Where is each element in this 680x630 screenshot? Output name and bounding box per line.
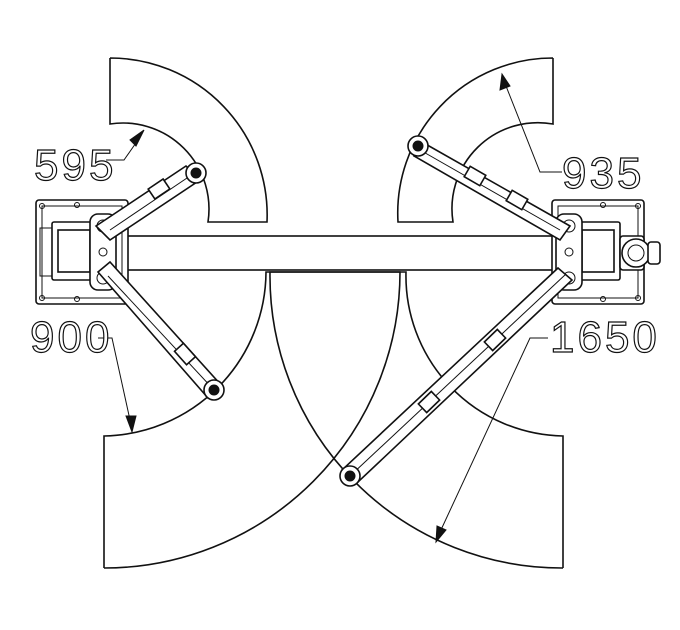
arm-front-right — [407, 135, 572, 242]
dimension-label-935: 935 — [562, 149, 644, 198]
lift-cross-beam — [117, 235, 563, 271]
swing-zone-front-right — [396, 57, 554, 223]
swing-zone-rear-left — [103, 271, 401, 569]
dimension-label-900: 900 — [30, 313, 112, 362]
dimension-label-595: 595 — [34, 141, 116, 190]
swing-zone-rear-right — [269, 271, 564, 569]
arm-front-left — [94, 162, 207, 242]
arm-rear-left — [96, 260, 225, 401]
power-unit-motor — [619, 235, 661, 271]
leader-935 — [499, 72, 562, 173]
swing-zone-front-left — [109, 57, 268, 223]
leader-900 — [98, 337, 137, 434]
arm-rear-right — [339, 266, 574, 487]
leader-595 — [106, 129, 145, 161]
dimension-label-1650: 1650 — [550, 313, 660, 362]
leader-1650 — [435, 337, 548, 544]
